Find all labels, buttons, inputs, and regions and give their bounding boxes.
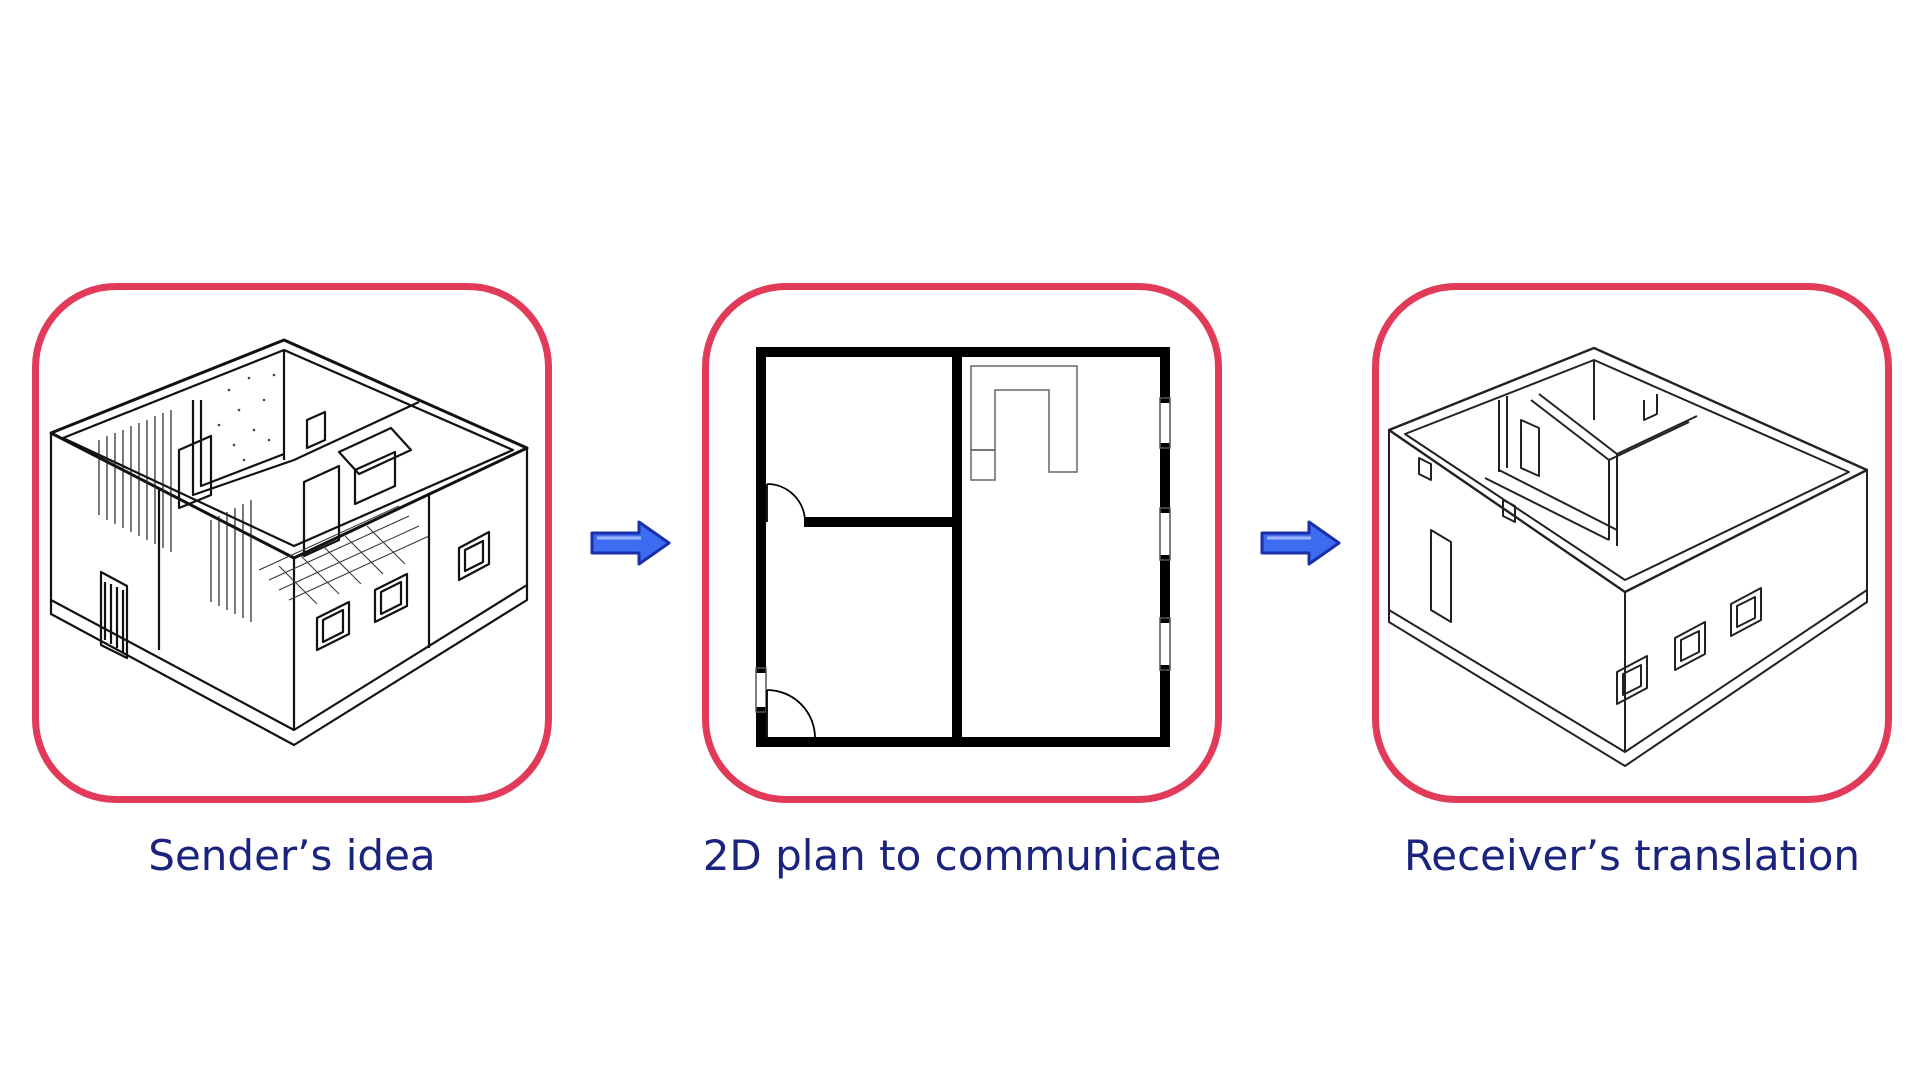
receiver-translation-panel	[1372, 283, 1892, 803]
simple-house-illustration	[1387, 346, 1869, 767]
floor-plan-caption: 2D plan to communicate	[702, 831, 1222, 880]
right-arrow-icon	[1259, 518, 1343, 568]
floor-plan-panel	[702, 283, 1222, 803]
right-arrow-icon	[589, 518, 673, 568]
floor-plan-illustration	[755, 347, 1171, 747]
sender-idea-panel	[32, 283, 552, 803]
detailed-house-illustration	[49, 338, 529, 747]
receiver-translation-caption: Receiver’s translation	[1403, 831, 1861, 880]
sender-idea-caption: Sender’s idea	[148, 831, 436, 880]
